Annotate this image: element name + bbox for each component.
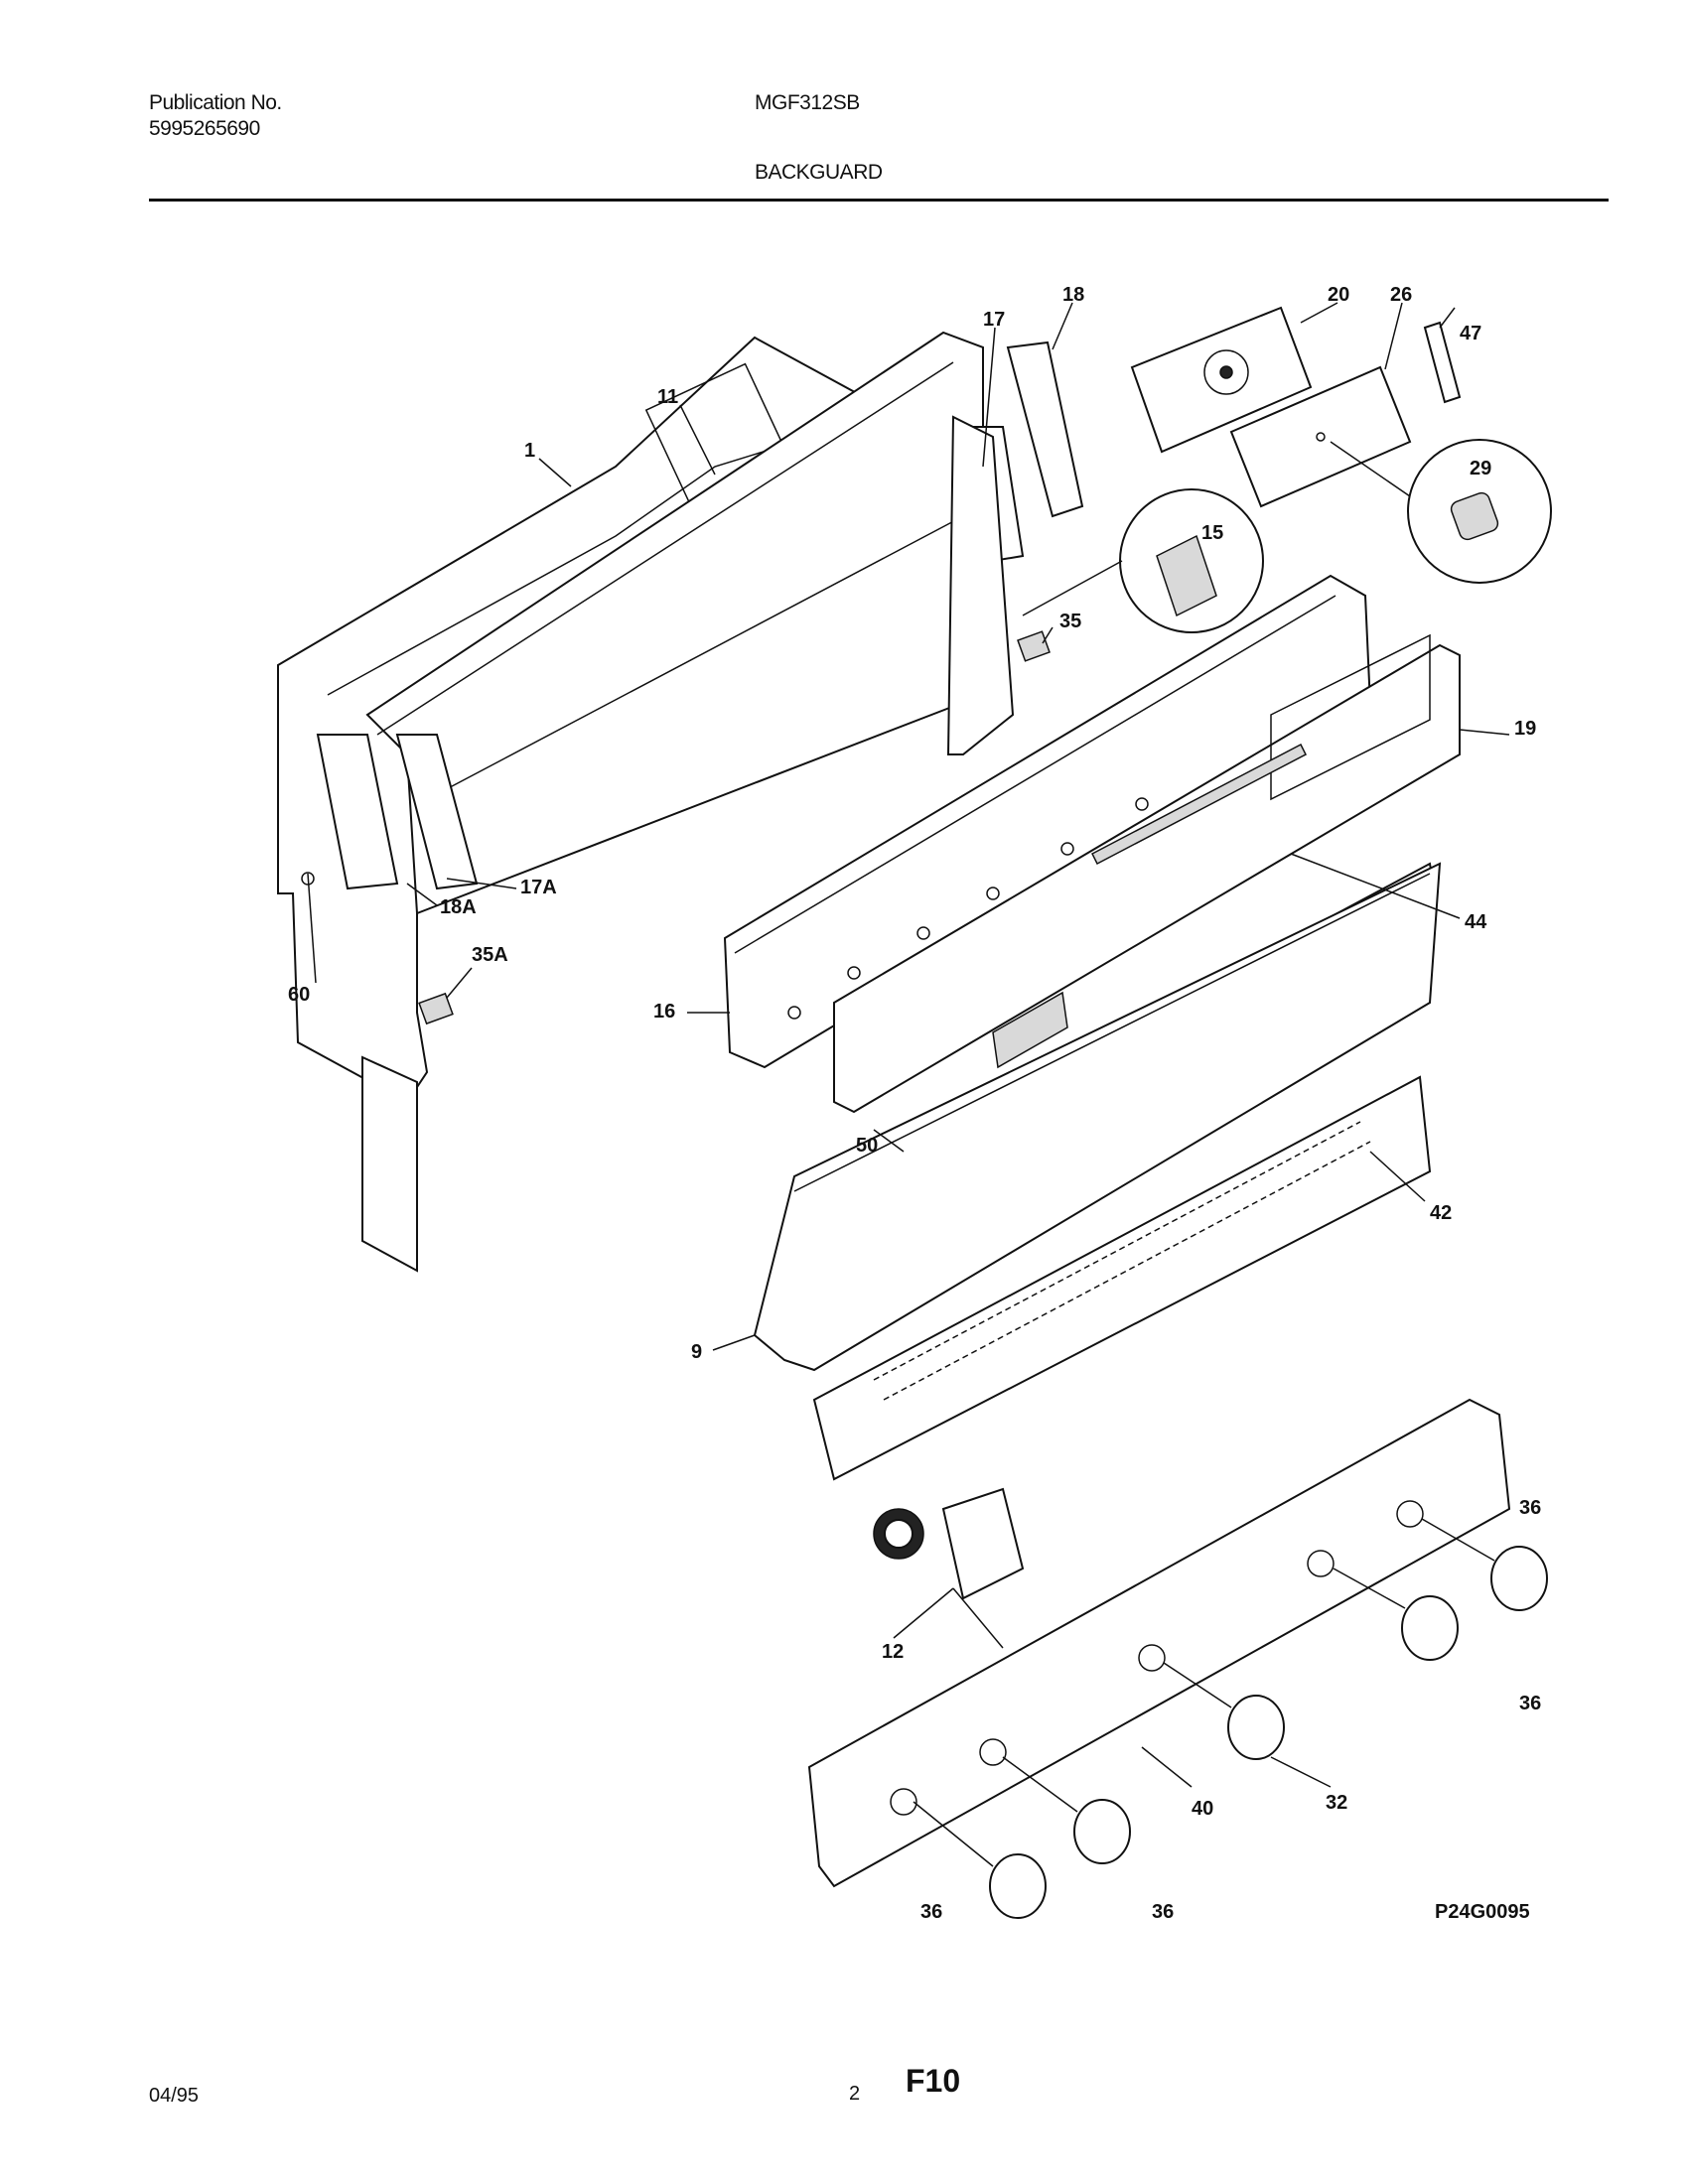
section-title: BACKGUARD [755,161,883,184]
page-number: 2 [849,2083,861,2105]
part-manifold-panel [807,1398,1511,1888]
callout-15: 15 [1201,522,1223,544]
callout-44: 44 [1465,911,1487,933]
callout-20: 20 [1328,284,1349,306]
callout-16: 16 [653,1001,675,1023]
callout-11: 11 [657,386,678,408]
callout-17a: 17A [520,877,557,898]
part-clip [1423,321,1462,404]
callout-42: 42 [1430,1202,1452,1224]
callout-12: 12 [882,1641,904,1663]
callout-40: 40 [1192,1798,1213,1820]
callout-36-a: 36 [1519,1497,1541,1519]
callout-36-b: 36 [1519,1693,1541,1714]
publication-number: 5995265690 [149,117,260,140]
callout-35: 35 [1059,611,1081,632]
callout-labels: 1 11 17 18 20 26 47 29 15 35 19 44 16 17… [288,284,1541,1923]
part-overlay [1229,365,1412,508]
callout-60: 60 [288,984,310,1006]
publication-label: Publication No. [149,91,282,114]
header-rule [149,199,1609,202]
callout-35a: 35A [472,944,508,966]
model-number: MGF312SB [755,91,860,114]
callout-36-c: 36 [920,1901,942,1923]
callout-29: 29 [1470,458,1491,479]
callout-26: 26 [1390,284,1412,306]
callout-18: 18 [1062,284,1084,306]
callout-36-d: 36 [1152,1901,1174,1923]
callout-19: 19 [1514,718,1536,740]
callout-17: 17 [983,309,1005,331]
print-date: 04/95 [149,2085,200,2107]
callout-50: 50 [856,1135,878,1157]
callout-leaders [406,302,1510,1788]
callout-47: 47 [1460,323,1481,344]
drawing-code: P24G0095 [1435,1901,1530,1923]
part-burner-knobs [913,1518,1548,1919]
callout-1: 1 [524,440,535,462]
callout-18a: 18A [440,896,477,918]
page-code: F10 [906,2063,961,2099]
part-timer [1130,306,1313,454]
part-switch-detail [1022,488,1264,633]
part-thermostat [873,1487,1025,1649]
part-vent-panel [812,1075,1432,1481]
callout-9: 9 [691,1341,702,1363]
callout-32: 32 [1326,1792,1347,1814]
part-timer-knob-detail [1330,439,1552,584]
part-side-supports [301,341,1084,1025]
